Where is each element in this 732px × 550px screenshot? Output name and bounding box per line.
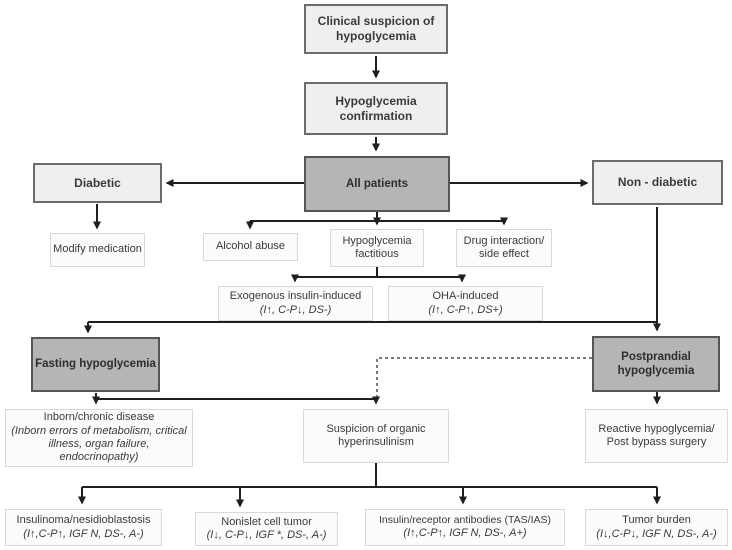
node-tumor-burden: Tumor burden (I↓,C-P↓, IGF N, DS-, A-) <box>585 509 728 546</box>
node-suspicion-organic-hyperinsulinism: Suspicion of organic hyperinsulinism <box>303 409 449 463</box>
edge-factitious-branch <box>295 267 462 278</box>
edge-allpatients-branch <box>250 212 504 222</box>
node-label: OHA-induced <box>432 290 499 303</box>
node-values: (I↑, C-P↓, DS-) <box>259 303 332 316</box>
node-insulinoma-nesidioblastosis: Insulinoma/nesidioblastosis (I↑,C-P↑, IG… <box>5 509 162 546</box>
edge-postprandial-to-suspicion-dashed <box>376 357 592 397</box>
node-label: All patients <box>346 177 408 190</box>
node-nonislet-cell-tumor: Nonislet cell tumor (I↓, C-P↓, IGF *, DS… <box>195 512 338 546</box>
node-alcohol-abuse: Alcohol abuse <box>203 233 298 261</box>
node-exogenous-insulin-induced: Exogenous insulin-induced (I↑, C-P↓, DS-… <box>218 286 373 321</box>
node-label: Postprandial hypoglycemia <box>617 350 695 377</box>
edge-suspicion-branch <box>82 463 657 488</box>
node-values: (I↑,C-P↑, IGF N, DS-, A+) <box>403 527 527 540</box>
node-non-diabetic: Non - diabetic <box>592 160 723 205</box>
node-label: Fasting hypoglycemia <box>35 358 156 371</box>
node-content: Tumor burden (I↓,C-P↓, IGF N, DS-, A-) <box>596 514 716 541</box>
node-label: Inborn/chronic disease <box>43 411 155 424</box>
node-diabetic: Diabetic <box>33 163 162 203</box>
node-label: Tumor burden <box>622 514 691 527</box>
node-content: Exogenous insulin-induced (I↑, C-P↓, DS-… <box>230 290 361 317</box>
node-label: Drug interaction/ side effect <box>463 234 545 260</box>
node-label: Reactive hypoglycemia/ Post bypass surge… <box>598 422 715 448</box>
node-label: Alcohol abuse <box>215 240 286 253</box>
node-values: (I↓,C-P↓, IGF N, DS-, A-) <box>596 527 717 540</box>
node-fasting-hypoglycemia: Fasting hypoglycemia <box>31 337 160 392</box>
node-values: (Inborn errors of metabolism, critical i… <box>11 424 187 464</box>
node-inborn-chronic-disease: Inborn/chronic disease (Inborn errors of… <box>5 409 193 467</box>
node-content: Nonislet cell tumor (I↓, C-P↓, IGF *, DS… <box>207 516 327 543</box>
node-postprandial-hypoglycemia: Postprandial hypoglycemia <box>592 336 720 392</box>
node-insulin-receptor-antibodies: Insulin/receptor antibodies (TAS/IAS) (I… <box>365 509 565 546</box>
node-content: Insulinoma/nesidioblastosis (I↑,C-P↑, IG… <box>17 514 151 541</box>
node-label: Modify medication <box>53 243 142 256</box>
node-content: Inborn/chronic disease (Inborn errors of… <box>8 411 190 465</box>
node-drug-interaction: Drug interaction/ side effect <box>456 229 552 267</box>
node-label: Suspicion of organic hyperinsulinism <box>326 422 426 448</box>
node-label: Diabetic <box>74 175 121 190</box>
node-hypoglycemia-factitious: Hypoglycemia factitious <box>330 229 424 267</box>
node-label: Nonislet cell tumor <box>221 515 312 528</box>
node-clinical-suspicion: Clinical suspicion of hypoglycemia <box>304 4 448 54</box>
node-label: Clinical suspicion of hypoglycemia <box>317 14 435 43</box>
node-values: (I↓, C-P↓, IGF *, DS-, A-) <box>206 529 327 541</box>
node-content: OHA-induced (I↑, C-P↑, DS+) <box>428 290 502 317</box>
node-label: Non - diabetic <box>617 175 698 190</box>
node-content: Insulin/receptor antibodies (TAS/IAS) (I… <box>379 514 551 540</box>
node-oha-induced: OHA-induced (I↑, C-P↑, DS+) <box>388 286 543 321</box>
node-all-patients: All patients <box>304 156 450 212</box>
node-values: (I↑, C-P↑, DS+) <box>428 303 503 316</box>
node-hypoglycemia-confirmation: Hypoglycemia confirmation <box>304 82 448 135</box>
node-label: Exogenous insulin-induced <box>229 290 362 303</box>
node-label: Hypoglycemia confirmation <box>335 93 417 123</box>
node-modify-medication: Modify medication <box>50 233 145 267</box>
node-label: Insulinoma/nesidioblastosis <box>16 514 151 527</box>
node-label: Hypoglycemia factitious <box>342 234 412 260</box>
node-label: Insulin/receptor antibodies (TAS/IAS) <box>379 514 551 527</box>
node-reactive-hypoglycemia: Reactive hypoglycemia/ Post bypass surge… <box>585 409 728 463</box>
node-values: (I↑,C-P↑, IGF N, DS-, A-) <box>23 527 144 540</box>
